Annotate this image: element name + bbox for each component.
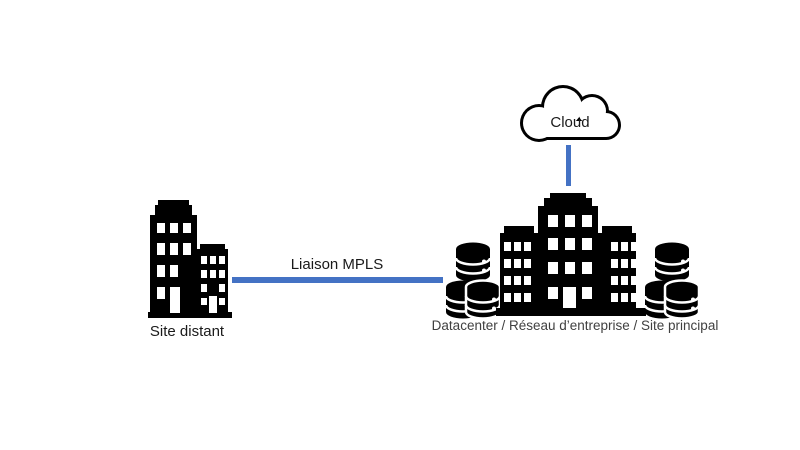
cloud-label: Cloud <box>550 114 590 131</box>
datacenter-label: Datacenter / Réseau d’entreprise / Site … <box>431 318 719 333</box>
office-building-icon <box>148 200 232 318</box>
database-stack-icon <box>445 242 501 319</box>
datacenter-building-icon <box>496 193 646 316</box>
cloud-link-line <box>566 145 571 186</box>
database-stack-icon <box>644 242 700 319</box>
mpls-link-label: Liaison MPLS <box>290 256 384 273</box>
remote-site-label: Site distant <box>149 323 225 340</box>
mpls-link-line <box>232 277 443 283</box>
cloud-icon <box>520 85 621 142</box>
